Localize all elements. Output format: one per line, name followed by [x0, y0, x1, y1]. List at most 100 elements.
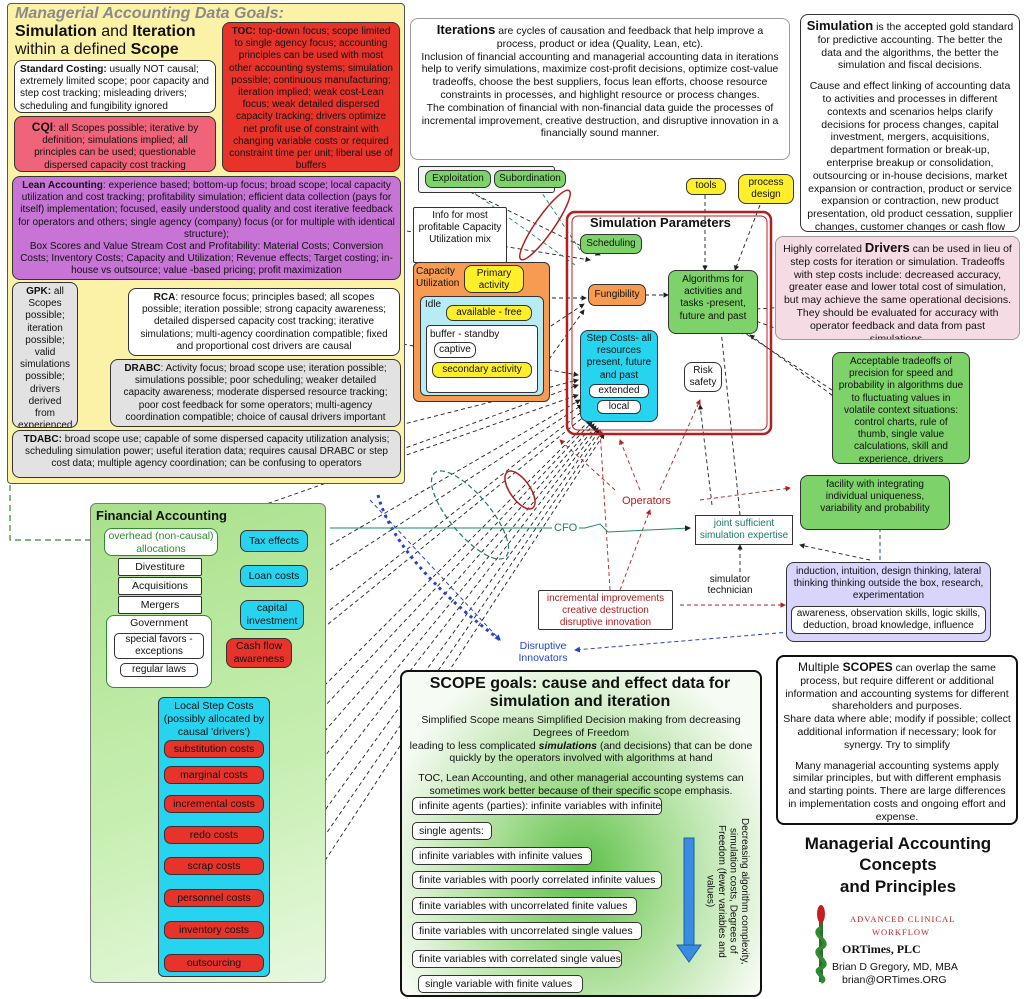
lean-desc-2: Box Scores and Value Stream Cost and Pro…	[20, 240, 393, 277]
tdabc-box: TDABC: broad scope use; capable of some …	[12, 430, 401, 478]
title-line-3: and Principles	[839, 876, 957, 896]
lean-title: Lean Accounting	[22, 180, 103, 191]
fungibility-box: Fungibility	[588, 284, 646, 306]
lean-accounting-box: Lean Accounting: experience based; botto…	[12, 176, 401, 280]
sub-and: and	[96, 23, 133, 40]
local-step-costs-label: Local Step Costs (possibly allocated by …	[163, 700, 265, 738]
logo-line-1: ADVANCED CLINICAL	[850, 914, 956, 924]
regular-laws-box: regular laws	[120, 663, 198, 678]
info-mix-box: Info for most profitable Capacity Utiliz…	[413, 207, 507, 263]
simulator-technician-label: simulator technician	[707, 574, 753, 596]
scope-row: finite variables with poorly correlated …	[412, 871, 662, 889]
multiple-title: SCOPES	[842, 660, 893, 674]
drabc-box: DRABC: Activity focus; broad scope use; …	[110, 359, 401, 427]
scope-row: finite variables with uncorrelated finit…	[412, 897, 637, 915]
cfo-label: CFO	[552, 522, 580, 534]
title-line-1: Managerial Accounting	[804, 834, 992, 853]
secondary-activity-pill: secondary activity	[432, 362, 532, 378]
tdabc-title: TDABC:	[23, 434, 62, 445]
drabc-desc: : Activity focus; broad scope use; itera…	[123, 363, 388, 423]
drivers-box: Highly correlated Drivers can be used in…	[775, 236, 1020, 340]
government-label: Government	[130, 617, 188, 629]
author-email: brian@ORTimes.ORG	[842, 974, 947, 986]
process-design-pill: process design	[738, 174, 794, 204]
buffer-standby-box: buffer - standby	[426, 325, 538, 393]
government-box: Government special favors - exceptions r…	[106, 615, 212, 688]
step-cost-item: incremental costs	[164, 795, 264, 813]
tdabc-desc: broad scope use; capable of some dispers…	[25, 434, 390, 470]
logo-line-2: WORKFLOW	[872, 926, 931, 937]
scheduling-box: Scheduling	[580, 234, 642, 254]
tools-pill: tools	[686, 178, 726, 195]
drivers-title: Drivers	[864, 240, 910, 255]
scope-row: infinite agents (parties): infinite vari…	[412, 797, 662, 815]
scope-para-2c: (and decisions) that can be done quickly…	[449, 739, 753, 765]
iterations-desc-3: The combination of financial with non-fi…	[421, 101, 779, 140]
org-name: ORTimes, PLC	[842, 942, 921, 956]
iterations-desc: are cycles of causation and feedback tha…	[495, 25, 764, 50]
local-pill: local	[597, 399, 641, 415]
scope-row: single agents:	[412, 822, 492, 840]
step-cost-item: inventory costs	[164, 921, 264, 939]
induction-box: induction, intuition, design thinking, l…	[786, 562, 991, 642]
rca-box: RCA: resource focus; principles based; a…	[128, 288, 400, 356]
scope-para-2a: leading to less complicated	[409, 739, 539, 752]
simulation-desc-2: Cause and effect linking of accounting d…	[807, 80, 1013, 232]
main-title: Managerial Accounting Concepts and Princ…	[778, 833, 1018, 897]
sub-simulation: Simulation	[15, 23, 97, 40]
special-favors-box: special favors - exceptions	[114, 632, 204, 660]
gpk-desc: all Scopes possible; iteration possible;…	[18, 286, 73, 428]
joint-expertise-box: joint sufficient simulation expertise	[695, 515, 793, 545]
scope-row: single variable with finite values	[418, 975, 583, 993]
multiple-desc-3: Many managerial accounting systems apply…	[788, 759, 1006, 823]
sim-params-title: Simulation Parameters	[590, 215, 731, 230]
step-cost-item: personnel costs	[164, 889, 264, 907]
scope-text: Simplified Scope means Simplified Decisi…	[405, 714, 757, 798]
iterations-title: Iterations	[436, 22, 496, 37]
scope-para-2b: simulations	[538, 739, 598, 752]
gpk-title: GPK:	[26, 286, 52, 297]
operators-label: Operators	[622, 495, 671, 507]
algorithms-box: Algorithms for activities and tasks -pre…	[668, 270, 758, 334]
cqi-title: CQI	[31, 120, 54, 134]
cqi-box: CQI: all Scopes possible; iterative by d…	[14, 116, 216, 172]
induction-text: induction, intuition, design thinking, l…	[793, 566, 984, 602]
step-cost-item: scrap costs	[164, 857, 264, 875]
scope-row: finite variables with uncorrelated singl…	[412, 922, 642, 940]
drabc-title: DRABC	[124, 363, 161, 374]
title-line-2: Concepts	[859, 855, 937, 875]
toc-box: TOC: top-down focus; scope limited to si…	[222, 22, 400, 172]
author-name: Brian D Gregory, MD, MBA	[832, 961, 958, 973]
scope-vertical-text: Decreasing algorithm complexity, simulat…	[704, 817, 751, 965]
captive-pill: captive	[434, 342, 476, 358]
toc-title: TOC:	[231, 26, 256, 37]
simulation-desc: is the accepted gold standard for predic…	[817, 21, 1014, 72]
mergers-box: Mergers	[118, 596, 202, 614]
tax-effects-box: Tax effects	[240, 530, 308, 552]
multiple-desc-2: Share data where able; modify if possibl…	[783, 713, 1011, 751]
multiple-desc: can overlap the same process, but requir…	[785, 662, 1009, 713]
scope-row: finite variables with correlated single …	[412, 950, 622, 968]
step-cost-item: outsourcing	[164, 954, 264, 972]
simulation-box: Simulation is the accepted gold standard…	[800, 14, 1020, 232]
scope-title: SCOPE goals: cause and effect data for s…	[429, 675, 731, 711]
logo-text: ADVANCED CLINICAL WORKFLOW	[850, 913, 955, 939]
scope-row: infinite variables with infinite values	[412, 847, 592, 865]
rca-title: RCA	[153, 292, 176, 303]
scope-para-1: Simplified Scope means Simplified Decisi…	[421, 714, 741, 739]
iterations-desc-2: Inclusion of financial accounting and ma…	[421, 50, 779, 102]
lean-desc: : experience based; bottom-up focus; bro…	[18, 180, 395, 240]
standard-desc: usually NOT causal; extremely limited sc…	[20, 64, 209, 112]
subordination-pill: Subordination	[494, 170, 566, 188]
toc-desc: top-down focus; scope limited to single …	[229, 26, 393, 172]
loan-costs-box: Loan costs	[240, 565, 308, 587]
incremental-box: incremental improvements creative destru…	[538, 590, 673, 630]
sub-within: within a defined	[15, 41, 131, 59]
idle-label: Idle	[425, 299, 442, 310]
step-costs-box: Step Costs- all resources present, futur…	[580, 330, 658, 422]
extended-pill: extended	[589, 383, 649, 398]
capacity-title: Capacity Utilization	[416, 266, 460, 289]
step-cost-item: substitution costs	[164, 740, 264, 758]
buffer-label: buffer - standby	[430, 329, 500, 340]
facility-box: facility with integrating individual uni…	[800, 475, 950, 530]
